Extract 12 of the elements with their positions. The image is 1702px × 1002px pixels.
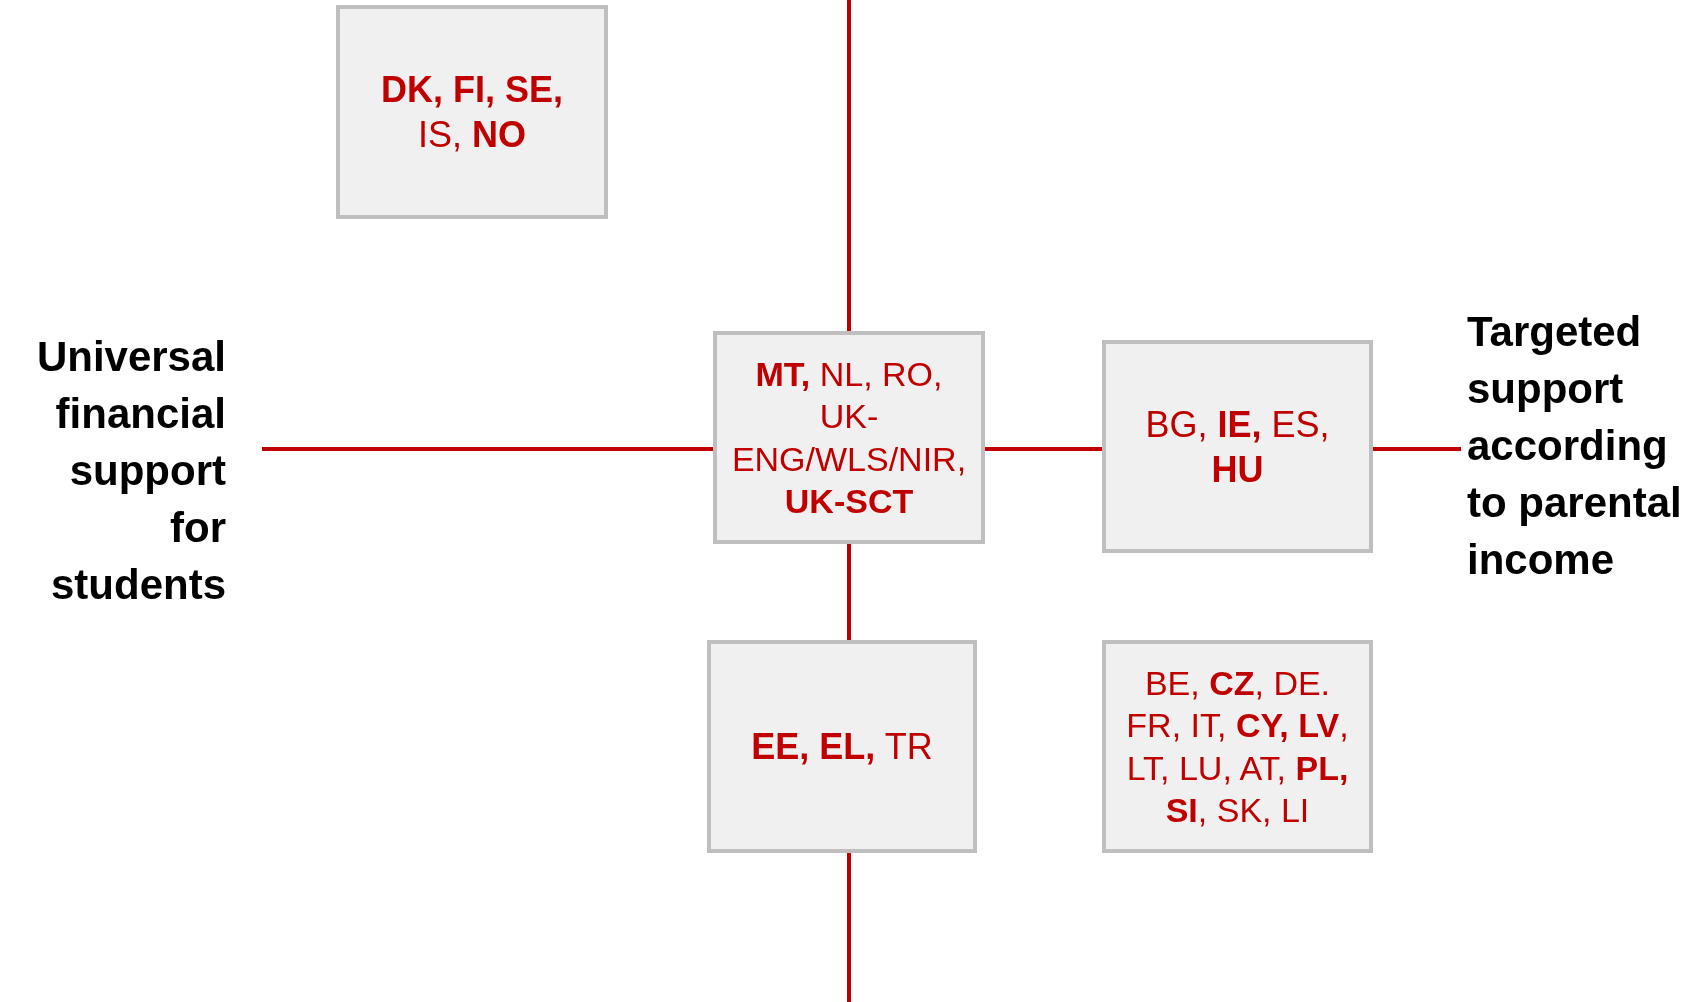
country-group-box (1102, 640, 1373, 853)
country-group-box (1102, 340, 1373, 553)
country-codes: MT, NL, RO, UK-ENG/WLS/NIR, UK-SCT (730, 353, 968, 522)
country-codes: EE, EL, TR (751, 725, 933, 769)
country-codes: DK, FI, SE, IS, NO (380, 68, 564, 157)
country-group-box (707, 640, 977, 853)
country-group-box (713, 331, 985, 544)
country-codes: BE, CZ, DE. FR, IT, CY, LV, LT, LU, AT, PL, SI, SK, LI (1125, 662, 1350, 831)
country-codes: BG, IE, ES, HU (1144, 402, 1331, 492)
axis-label: Targeted support according to parental income (1467, 307, 1683, 585)
country-group-box (336, 5, 608, 219)
axis-label: Universal financial support for students (35, 332, 226, 610)
